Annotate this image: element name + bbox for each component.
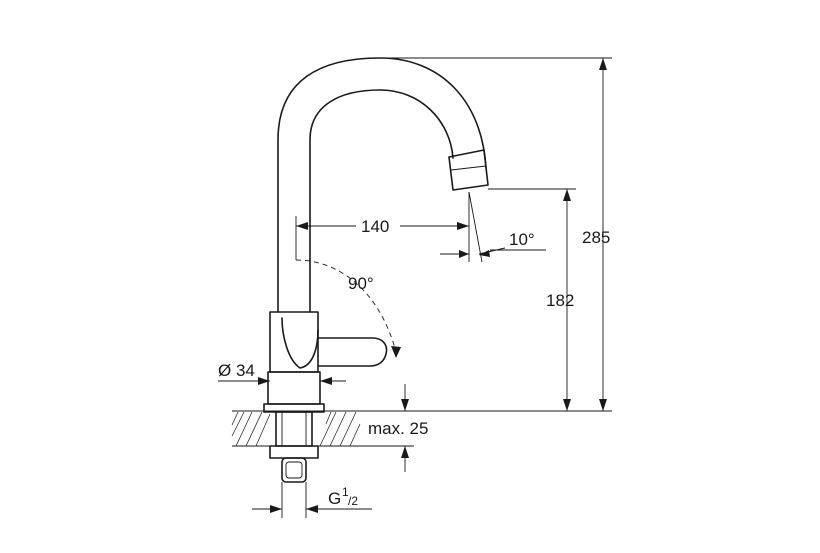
dimension-diameter: Ø 34 xyxy=(218,361,346,385)
swivel-arc xyxy=(295,259,397,353)
countertop xyxy=(231,410,361,447)
max-thickness-label: max. 25 xyxy=(368,419,428,438)
lever-handle xyxy=(317,337,388,367)
dimension-max-thickness: max. 25 xyxy=(360,384,428,472)
hose-connector xyxy=(281,457,307,483)
total-height-label: 285 xyxy=(582,228,610,247)
dimension-spout-angle: 10° xyxy=(440,191,546,263)
countertop-hatching xyxy=(231,411,361,447)
thread-label-main: G xyxy=(328,489,341,508)
mounting-nut xyxy=(269,445,319,459)
mounting-shank xyxy=(275,411,313,447)
spout-height-label: 182 xyxy=(546,291,574,310)
spout-inner xyxy=(309,89,454,313)
diameter-label: Ø 34 xyxy=(218,361,255,380)
spout-reach-label: 140 xyxy=(361,217,389,236)
thread-label-sup: 1 xyxy=(342,485,349,499)
base-collar xyxy=(267,371,321,405)
dimension-spout-height: 182 xyxy=(488,188,576,411)
aerator-tip xyxy=(448,149,489,191)
dimension-spout-reach: 140 xyxy=(295,192,470,262)
spout-angle-label: 10° xyxy=(509,230,535,249)
swivel-arc-arrow xyxy=(391,346,401,358)
thread-label-sub: /2 xyxy=(348,494,358,508)
faucet-outline xyxy=(263,57,489,483)
dimension-total-height: 285 xyxy=(324,57,612,412)
swivel-angle-label: 90° xyxy=(348,274,374,293)
dimension-thread: G 1 /2 xyxy=(252,482,372,518)
lever-front xyxy=(281,317,319,369)
